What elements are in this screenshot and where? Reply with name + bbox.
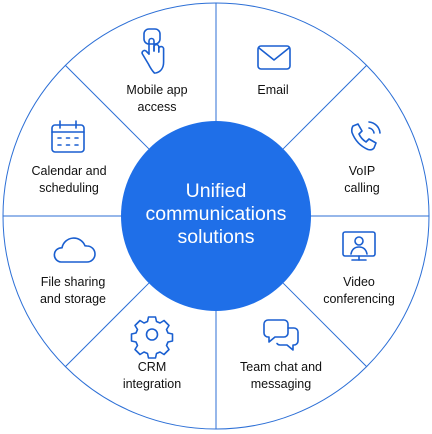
segment-label-line: Team chat and	[240, 360, 322, 374]
segment-label-line: access	[137, 100, 177, 114]
segment-label-line: Video	[343, 275, 375, 289]
segment-label-line: Mobile app	[126, 83, 188, 97]
segment-label-line: scheduling	[39, 181, 99, 195]
gear-icon	[130, 316, 174, 359]
segment-label-crm-integration: CRM integration	[87, 359, 217, 393]
segment-label-line: calling	[344, 181, 380, 195]
center-title: Unified communications solutions	[116, 180, 316, 249]
segment-label-line: integration	[122, 377, 182, 391]
segment-label-video-conferencing: Video conferencing	[294, 274, 424, 308]
calendar-icon	[51, 120, 85, 153]
chat-bubbles-icon	[263, 319, 299, 351]
phone-call-icon	[351, 121, 381, 151]
segment-label-mobile-app-access: Mobile app access	[92, 82, 222, 116]
center-circle	[121, 121, 311, 311]
segment-label-line: and storage	[39, 292, 107, 306]
touch-hand-icon	[141, 28, 165, 74]
center-title-line-3: solutions	[177, 226, 255, 248]
divider-top-right	[282, 65, 367, 150]
cloud-icon	[53, 237, 96, 263]
segment-label-line: Calendar and	[31, 164, 107, 178]
segment-label-team-chat-messaging: Team chat and messaging	[216, 359, 346, 393]
segment-label-line: Email	[257, 83, 289, 97]
segment-label-email: Email	[208, 82, 338, 99]
segment-label-line: File sharing	[40, 275, 106, 289]
divider-bottom-left	[65, 282, 150, 367]
segment-label-line: conferencing	[323, 292, 395, 306]
video-presenter-icon	[342, 231, 376, 261]
segment-label-voip-calling: VoIP calling	[297, 163, 427, 197]
segment-label-file-sharing-storage: File sharing and storage	[8, 274, 138, 308]
segment-label-line: VoIP	[348, 164, 376, 178]
divider-bottom-right	[282, 282, 367, 367]
envelope-icon	[257, 45, 291, 70]
segment-label-line: messaging	[250, 377, 312, 391]
divider-top-left	[65, 65, 150, 150]
center-title-line-2: communications	[145, 203, 287, 225]
segment-label-line: CRM	[137, 360, 167, 374]
segment-label-calendar-scheduling: Calendar and scheduling	[4, 163, 134, 197]
center-title-line-1: Unified	[185, 180, 247, 202]
